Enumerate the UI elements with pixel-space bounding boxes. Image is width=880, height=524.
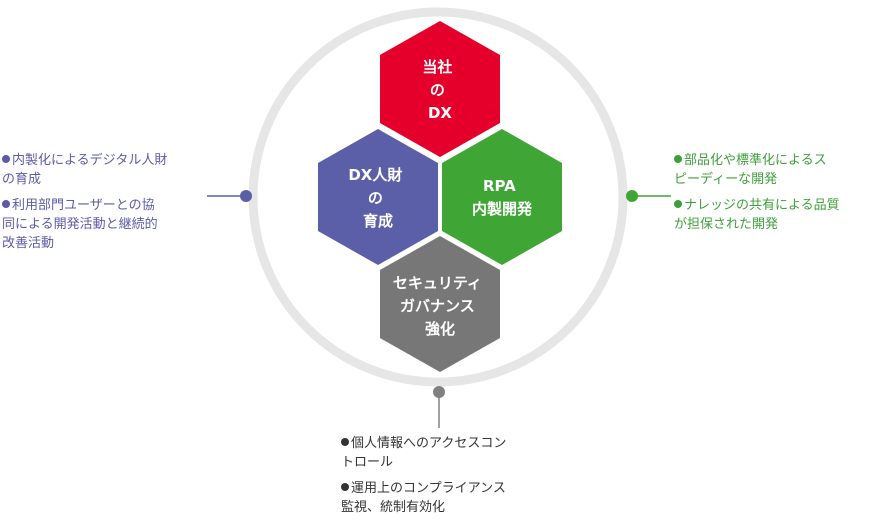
hex-bottom	[380, 236, 500, 372]
hex-bottom-label: セキュリティ ガバナンス 強化	[393, 274, 487, 338]
note-left-item-2: 利用部門ユーザーとの協同による開発活動と継続的改善活動	[2, 198, 158, 251]
hex-right-label: RPA 内製開発	[472, 177, 533, 218]
outer-ring	[248, 7, 628, 387]
bullet-dot	[341, 438, 349, 446]
connector-right-dot	[626, 190, 638, 202]
bullet-dot	[2, 200, 10, 208]
note-right: 部品化や標準化によるスピーディーな開発 ナレッジの共有による品質が担保された開発	[674, 151, 880, 241]
connector-left-dot	[240, 190, 252, 202]
hex-left	[318, 129, 438, 265]
note-right-item-1: 部品化や標準化によるスピーディーな開発	[674, 153, 827, 187]
hex-right	[442, 129, 562, 265]
note-left-item-1: 内製化によるデジタル人財の育成	[2, 153, 168, 187]
connector-bottom-dot	[433, 386, 445, 398]
hex-top-label: 当社 の DX	[422, 58, 457, 122]
bullet-dot	[341, 483, 349, 491]
note-bottom-item-1: 個人情報へのアクセスコントロール	[341, 436, 507, 470]
hex-left-label: DX人財 の 育成	[348, 166, 407, 230]
hex-top	[380, 21, 500, 157]
note-right-item-2: ナレッジの共有による品質が担保された開発	[674, 198, 840, 232]
bullet-dot	[674, 200, 682, 208]
note-bottom: 個人情報へのアクセスコントロール 運用上のコンプライアンス監視、統制有効化	[341, 434, 551, 524]
note-bottom-item-2: 運用上のコンプライアンス監視、統制有効化	[341, 481, 506, 515]
note-left: 内製化によるデジタル人財の育成 利用部門ユーザーとの協同による開発活動と継続的改…	[2, 151, 224, 260]
bullet-dot	[674, 155, 682, 163]
bullet-dot	[2, 155, 10, 163]
